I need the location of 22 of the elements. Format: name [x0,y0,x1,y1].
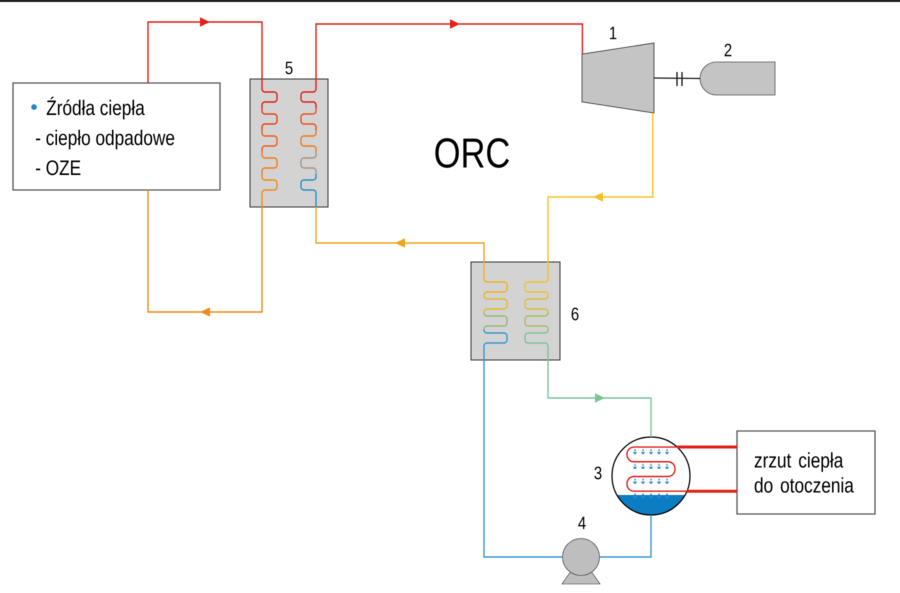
pipe-arrow [547,360,652,437]
callout-number: 6 [572,308,578,320]
list-item: - OZE [36,160,80,176]
pipe-line [677,446,737,448]
pipe-arrow [315,207,485,262]
list-item: Źródła ciepła [46,96,145,120]
pipe-arrow [147,190,263,317]
callout-number: 2 [724,44,732,56]
pipe-line [483,360,562,558]
pipe-arrow [147,17,263,83]
pipe-arrow [315,19,584,79]
callout-number: 5 [286,62,292,74]
pipe-arrow [547,112,654,262]
pipe-line [600,515,652,558]
list-item: - ciepło odpadowe [36,130,174,150]
shaft-line [654,77,700,80]
callout-number: 4 [578,516,586,530]
callout-number: 1 [610,26,616,40]
diagram-label: ORC [435,138,509,168]
pipe-line [686,490,737,493]
text-box: zrzut ciepła do otoczenia [736,430,876,515]
callout-number: 3 [594,466,602,480]
